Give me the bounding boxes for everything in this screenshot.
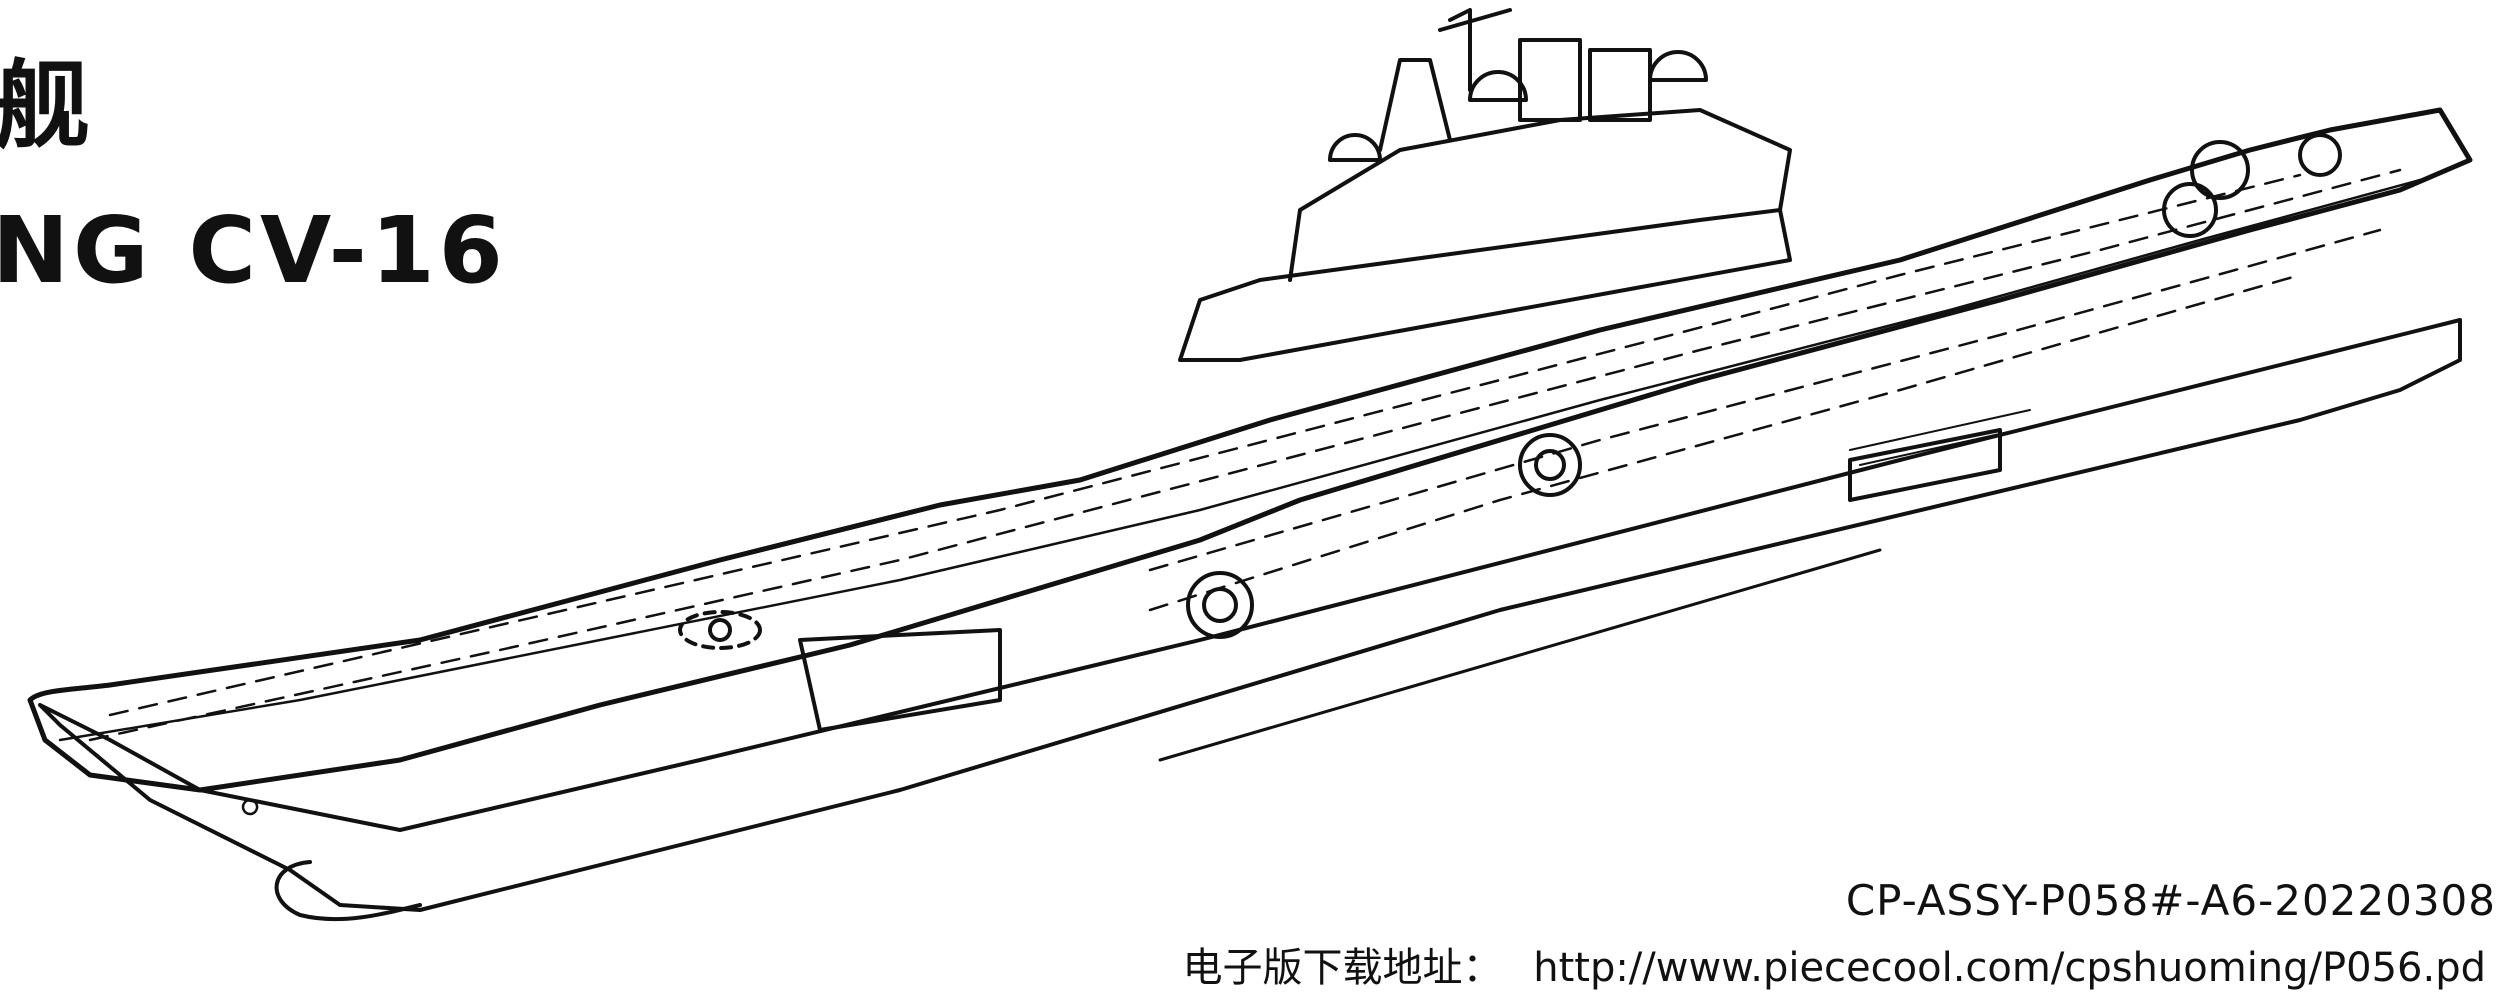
helipad-1-inner xyxy=(1202,587,1238,623)
download-info: 电子版下载地址： http://www.piececool.com/cpshuo… xyxy=(1183,935,2487,993)
runway-dash-2 xyxy=(108,173,2302,717)
hull-outline xyxy=(38,318,2462,912)
product-title-english: NG CV-16 xyxy=(0,197,507,304)
radar-dome-2 xyxy=(1468,70,1528,102)
island-tower xyxy=(1378,58,1452,152)
helipad-4 xyxy=(2162,182,2218,238)
bow-marking-inner xyxy=(708,618,732,642)
runway-dash-1 xyxy=(88,168,2402,742)
helipad-2 xyxy=(1518,433,1582,497)
runway-dash-4 xyxy=(1148,228,2382,572)
runway-dash-3 xyxy=(1148,273,2302,612)
helipad-2-inner xyxy=(1534,449,1566,481)
radar-dome-1 xyxy=(1328,133,1382,162)
anchor-port xyxy=(241,798,259,816)
island-block-2 xyxy=(1588,48,1652,122)
product-title-chinese: 舰 xyxy=(0,50,92,162)
island-block-1 xyxy=(1518,38,1582,122)
radar-dome-3 xyxy=(1648,50,1708,82)
bulbous-bow xyxy=(274,860,422,922)
helipad-1 xyxy=(1186,571,1254,639)
side-vent xyxy=(1849,409,2041,466)
island-upper xyxy=(1288,108,1792,282)
bow-marking xyxy=(678,610,762,650)
download-label: 电子版下载地址： xyxy=(1182,945,1503,991)
helipad-5 xyxy=(2298,133,2342,177)
flight-deck-outline xyxy=(27,107,2473,793)
deck-edge-line xyxy=(58,178,2422,742)
download-url[interactable]: http://www.piececool.com/cpshuoming/P056… xyxy=(1533,945,2486,991)
helipad-3 xyxy=(2190,140,2250,200)
waterline-streak xyxy=(1158,548,1882,762)
island-base xyxy=(1178,208,1792,362)
hangar-sponson xyxy=(798,628,1002,732)
side-sponson xyxy=(1848,428,2002,502)
document-code: CP-ASSY-P058#-A6-20220308 xyxy=(1845,876,2496,925)
mast xyxy=(1438,8,1512,92)
